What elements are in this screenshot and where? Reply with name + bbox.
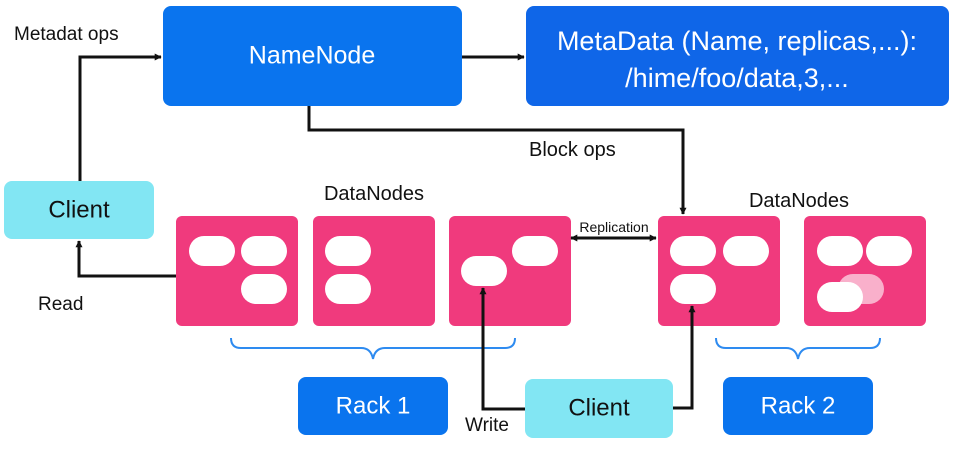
rack-2-label: Rack 2 (761, 392, 836, 419)
write-label: Write (465, 415, 509, 436)
replication-label: Replication (579, 219, 648, 235)
write-arrow (479, 287, 525, 411)
block (866, 236, 912, 266)
block (512, 236, 558, 266)
client-left-label: Client (48, 196, 110, 223)
datanodes-left-label: DataNodes (324, 183, 424, 205)
block (461, 256, 507, 286)
block (241, 274, 287, 304)
metadata-line-2: /hime/foo/data,3,... (625, 63, 849, 93)
client-to-rack2-arrow (673, 305, 696, 410)
block (817, 282, 863, 312)
block (817, 236, 863, 266)
read-arrow (75, 240, 176, 278)
namenode-box (163, 6, 462, 106)
datanode-4 (658, 216, 780, 326)
datanodes-right-label: DataNodes (749, 190, 849, 212)
rack-2-brace (715, 337, 881, 360)
block (325, 236, 371, 266)
namenode-label: NameNode (249, 42, 375, 70)
rack-1-label: Rack 1 (336, 392, 411, 419)
metadata-ops-arrow (78, 53, 162, 181)
metadata-box (526, 6, 949, 106)
metadata-line-1: MetaData (Name, replicas,...): (557, 26, 917, 56)
client-bottom-box (525, 379, 673, 438)
rack-2-box (723, 377, 873, 435)
block (670, 236, 716, 266)
datanode-2 (313, 216, 435, 326)
block-ops-label: Block ops (529, 139, 616, 161)
block (670, 274, 716, 304)
client-bottom-label: Client (568, 394, 630, 421)
block (189, 236, 235, 266)
datanode-1 (176, 216, 298, 326)
metadata-ops-label: Metadat ops (14, 24, 119, 45)
block (325, 274, 371, 304)
read-label: Read (38, 294, 83, 315)
datanode-5 (804, 216, 926, 326)
block-ops-arrow (307, 106, 687, 215)
rack-1-brace (230, 337, 516, 360)
client-left-box (4, 181, 154, 239)
block (241, 236, 287, 266)
block (723, 236, 769, 266)
datanode-3 (449, 216, 571, 326)
rack-1-box (298, 377, 448, 435)
